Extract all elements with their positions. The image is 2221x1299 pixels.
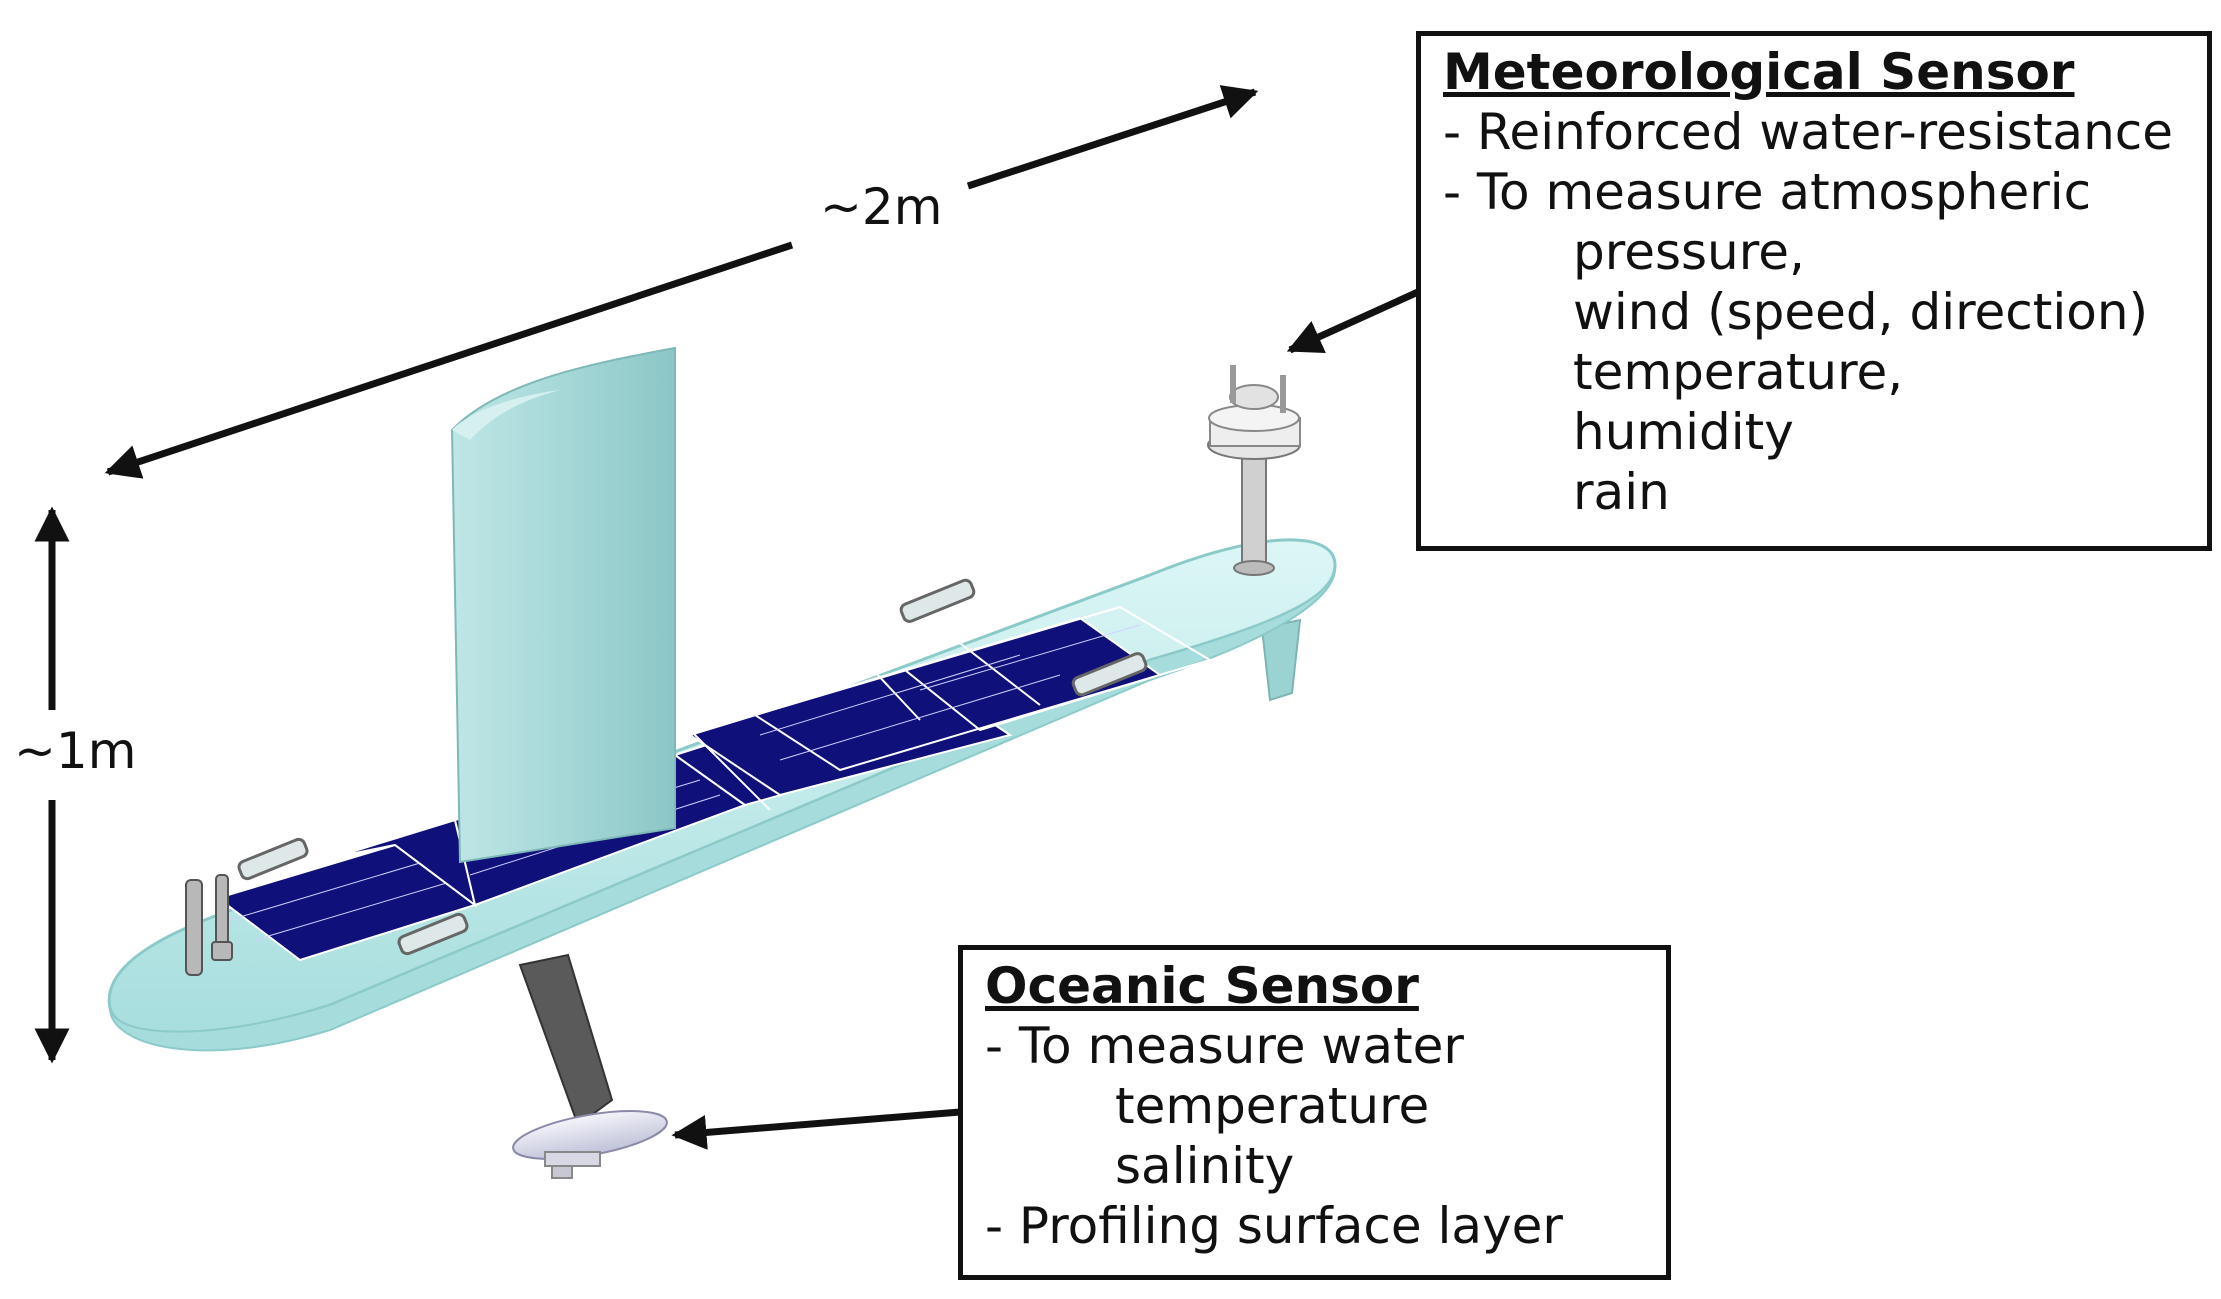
deck-handles: [237, 578, 1148, 956]
meteorological-callout-arrow: [1286, 288, 1420, 354]
sail: [450, 346, 676, 864]
oceanic-item: - Profiling surface layer: [985, 1197, 1563, 1255]
meteorological-item: - To measure atmospheric: [1443, 163, 2092, 221]
rear-fin: [1260, 618, 1302, 702]
length-arrow-head: [966, 85, 1259, 190]
oceanic-sensor-title: Oceanic Sensor: [985, 957, 1419, 1015]
solar-panels: [215, 605, 1213, 962]
length-label: ~2m: [820, 178, 943, 236]
oceanic-sub-item: salinity: [1115, 1137, 1295, 1195]
oceanic-sensor-pod: [512, 1110, 668, 1179]
meteorological-item: - Reinforced water-resistance: [1443, 103, 2174, 161]
oceanic-sub-item: temperature: [1115, 1077, 1430, 1135]
height-label: ~1m: [14, 722, 137, 780]
meteorological-sub-item: wind (speed, direction): [1573, 283, 2149, 341]
meteorological-sub-item: pressure,: [1573, 223, 1805, 281]
oceanic-callout-arrow: [671, 1108, 961, 1150]
bow-antennas: [185, 874, 233, 976]
meteorological-sensor-box: Meteorological Sensor - Reinforced water…: [1416, 31, 2212, 551]
oceanic-item: - To measure water: [985, 1017, 1464, 1075]
keel-strut: [518, 953, 614, 1127]
meteorological-sub-item: rain: [1573, 463, 1670, 521]
oceanic-sensor-box: Oceanic Sensor - To measure water temper…: [958, 945, 1671, 1280]
meteorological-sensor-mast: [1207, 365, 1301, 576]
meteorological-sub-item: temperature,: [1573, 343, 1904, 401]
meteorological-sensor-title: Meteorological Sensor: [1443, 43, 2075, 101]
length-arrow: [104, 241, 794, 479]
meteorological-sub-item: humidity: [1573, 403, 1794, 461]
